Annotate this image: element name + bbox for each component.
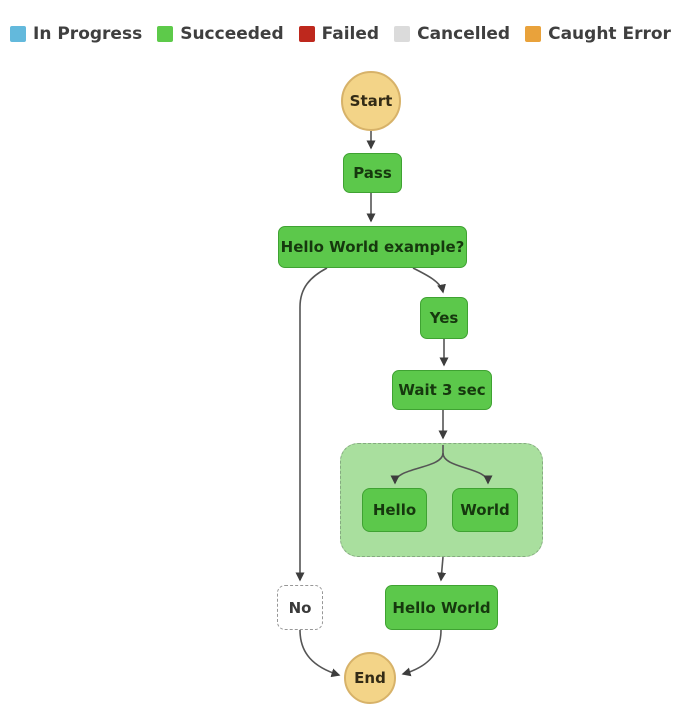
legend-label: Succeeded xyxy=(180,24,284,44)
succeeded-swatch-icon xyxy=(157,26,174,42)
node-start[interactable]: Start xyxy=(341,71,401,131)
legend-label: Failed xyxy=(321,24,380,44)
node-yes[interactable]: Yes xyxy=(420,297,468,339)
node-label: No xyxy=(288,598,312,617)
legend-item-in-progress: In Progress xyxy=(10,24,142,44)
node-end[interactable]: End xyxy=(344,652,396,704)
legend-label: In Progress xyxy=(33,24,143,44)
node-label: Pass xyxy=(353,164,392,182)
node-choice-hello-world-example[interactable]: Hello World example? xyxy=(278,226,467,268)
legend-label: Cancelled xyxy=(417,24,511,44)
in-progress-swatch-icon xyxy=(10,26,26,42)
edge-helloworld-to-end xyxy=(401,629,442,677)
legend-item-succeeded: Succeeded xyxy=(157,24,284,44)
edge-choice-to-yes xyxy=(412,267,446,294)
node-world[interactable]: World xyxy=(452,488,518,532)
edge-parallel-to-helloworld xyxy=(437,556,447,582)
node-label: World xyxy=(460,501,510,519)
legend-item-failed: Failed xyxy=(298,24,380,44)
edge-parallel-split-hello xyxy=(390,445,444,485)
failed-swatch-icon xyxy=(298,26,315,42)
edge-choice-to-no xyxy=(295,267,328,582)
node-label: Yes xyxy=(429,309,459,327)
node-wait-3-sec[interactable]: Wait 3 sec xyxy=(392,370,492,410)
edge-parallel-split-world xyxy=(442,452,493,485)
legend-item-caught-error: Caught Error xyxy=(525,24,671,44)
node-pass[interactable]: Pass xyxy=(343,153,402,193)
node-hello[interactable]: Hello xyxy=(362,488,427,532)
node-label: End xyxy=(354,669,386,687)
legend-label: Caught Error xyxy=(548,24,671,44)
status-legend: In Progress Succeeded Failed Cancelled C… xyxy=(10,24,694,44)
node-label: Hello xyxy=(372,501,417,519)
caught-error-swatch-icon xyxy=(525,26,542,42)
edge-no-to-end xyxy=(299,629,341,678)
cancelled-swatch-icon xyxy=(394,26,411,42)
node-label: Wait 3 sec xyxy=(398,381,486,399)
legend-item-cancelled: Cancelled xyxy=(394,24,510,44)
node-hello-world[interactable]: Hello World xyxy=(385,585,498,630)
node-no[interactable]: No xyxy=(277,585,323,630)
node-label: Hello World example? xyxy=(280,238,465,256)
node-label: Hello World xyxy=(392,598,491,617)
node-label: Start xyxy=(349,92,393,110)
